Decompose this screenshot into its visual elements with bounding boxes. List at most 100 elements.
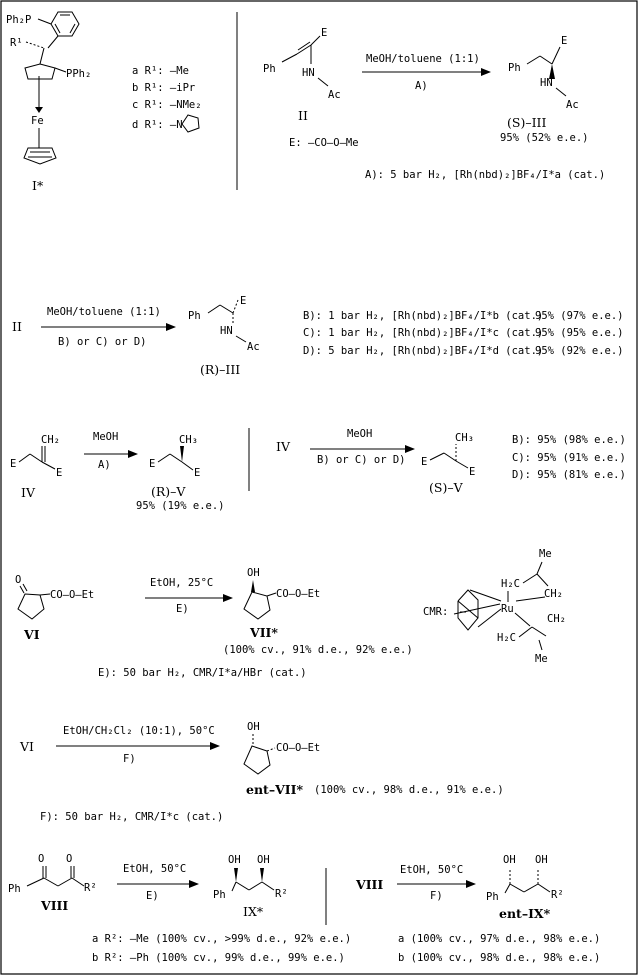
atom-r2: R² <box>275 888 288 900</box>
ph2p-label: Ph₂P <box>6 14 31 26</box>
atom-e: E <box>240 295 246 307</box>
product-label-2: (S)–V <box>429 480 464 495</box>
substrate-label: VIII <box>40 898 68 913</box>
yield-d: D): 95% (81% e.e.) <box>512 469 626 481</box>
substrate-label: II <box>298 108 308 123</box>
atom-e: E <box>149 458 155 470</box>
condition-code-2: B) or C) or D) <box>317 454 406 466</box>
scheme-6: O O Ph R² VIII EtOH, 50°C E) OH OH Ph R²… <box>8 853 600 964</box>
condition-code: E) <box>176 603 189 615</box>
atom-oh: OH <box>247 721 260 733</box>
atom-h2c: H₂C <box>497 632 516 644</box>
atom-e: E <box>321 27 327 39</box>
atom-ch2: CH₂ <box>547 613 566 625</box>
atom-ch2: CH₂ <box>544 588 563 600</box>
atom-e: E <box>421 456 427 468</box>
condition-code: B) or C) or D) <box>58 336 147 348</box>
e-definition: E: —CO—O—Me <box>289 137 359 149</box>
atom-e: E <box>561 35 567 47</box>
fe-label: Fe <box>31 115 44 127</box>
atom-e: E <box>10 458 16 470</box>
result-b-2: b (100% cv., 98% d.e., 98% e.e.) <box>398 952 600 964</box>
solvent-label-2: EtOH, 50°C <box>400 864 463 876</box>
solvent-label: EtOH, 25°C <box>150 577 213 589</box>
atom-ch3: CH₃ <box>455 432 474 444</box>
yield-b: B): 95% (98% e.e.) <box>512 434 626 446</box>
ligand-variant-a: a R¹: —Me <box>132 65 189 77</box>
result-a-2: a (100% cv., 97% d.e., 98% e.e.) <box>398 933 600 945</box>
atom-o: O <box>15 574 21 586</box>
solvent-label: EtOH, 50°C <box>123 863 186 875</box>
scheme-5: VI EtOH/CH₂Cl₂ (10:1), 50°C F) OH CO—O—E… <box>19 721 504 823</box>
product-label: VII* <box>249 625 278 640</box>
solvent-label: EtOH/CH₂Cl₂ (10:1), 50°C <box>63 725 215 737</box>
condition-code: A) <box>98 459 111 471</box>
atom-oh: OH <box>535 854 548 866</box>
condition-c: C): 1 bar H₂, [Rh(nbd)₂]BF₄/I*c (cat.) <box>303 327 543 339</box>
yield-label: 95% (52% e.e.) <box>500 132 589 144</box>
scheme-3: E CH₂ E IV MeOH A) E CH₃ E (R)–V 95% (19… <box>10 428 626 512</box>
atom-r2: R² <box>551 889 564 901</box>
substrate-label: II <box>12 319 22 334</box>
condition-b: B): 1 bar H₂, [Rh(nbd)₂]BF₄/I*b (cat.) <box>303 310 543 322</box>
solvent-label: MeOH <box>93 431 118 443</box>
atom-oh: OH <box>257 854 270 866</box>
condition-d: D): 5 bar H₂, [Rh(nbd)₂]BF₄/I*d (cat.) <box>303 345 543 357</box>
product-label: (S)–III <box>507 115 546 130</box>
ligand-structure: Ph₂P R¹ PPh₂ Fe I* a R¹: —Me b R¹: —iPr … <box>6 11 202 193</box>
yield-label: (100% cv., 91% d.e., 92% e.e.) <box>223 644 413 656</box>
atom-e: E <box>469 466 475 478</box>
condition-note: A): 5 bar H₂, [Rh(nbd)₂]BF₄/I*a (cat.) <box>365 169 605 181</box>
atom-me: Me <box>539 548 552 560</box>
pyrrolidine-ring <box>181 114 200 133</box>
result-a: a R²: —Me (100% cv., >99% d.e., 92% e.e.… <box>92 933 351 945</box>
product-label: IX* <box>243 904 264 919</box>
atom-ph: Ph <box>8 883 21 895</box>
atom-ch3: CH₃ <box>179 434 198 446</box>
yield-c: 95% (95% e.e.) <box>535 327 624 339</box>
condition-code-2: F) <box>430 890 443 902</box>
atom-hn: HN <box>302 67 315 79</box>
atom-hn: HN <box>540 77 553 89</box>
ligand-variant-c: c R¹: —NMe₂ <box>132 99 202 111</box>
atom-ac: Ac <box>247 341 260 353</box>
atom-coo-et: CO—O—Et <box>276 742 320 754</box>
yield-label: (100% cv., 98% d.e., 91% e.e.) <box>314 784 504 796</box>
condition-code: F) <box>123 753 136 765</box>
ligand-variant-d: d R¹: —N <box>132 119 183 131</box>
atom-e: E <box>56 467 62 479</box>
solvent-label: MeOH/toluene (1:1) <box>366 53 480 65</box>
atom-ch2: CH₂ <box>41 434 60 446</box>
ligand-variant-b: b R¹: —iPr <box>132 82 195 94</box>
ligand-label: I* <box>32 178 44 193</box>
product-label: (R)–V <box>151 484 186 499</box>
yield-b: 95% (97% e.e.) <box>535 310 624 322</box>
atom-o: O <box>38 853 44 865</box>
product-label: (R)–III <box>200 362 240 377</box>
atom-oh: OH <box>503 854 516 866</box>
condition-note: F): 50 bar H₂, CMR/I*c (cat.) <box>40 811 223 823</box>
atom-ph: Ph <box>213 889 226 901</box>
r1-label: R¹ <box>10 37 23 49</box>
substrate-label: VI <box>19 739 34 754</box>
atom-o: O <box>66 853 72 865</box>
atom-coo-et: CO—O—Et <box>276 588 320 600</box>
scheme-2: II MeOH/toluene (1:1) B) or C) or D) Ph … <box>12 295 624 377</box>
condition-code: A) <box>415 80 428 92</box>
substrate-label: IV <box>21 485 36 500</box>
substrate-label: VI <box>23 627 40 642</box>
atom-hn: HN <box>220 325 233 337</box>
scheme-4: O CO—O—Et VI EtOH, 25°C E) OH CO—O—Et VI… <box>15 548 566 679</box>
atom-ph: Ph <box>486 891 499 903</box>
atom-h2c: H₂C <box>501 578 520 590</box>
solvent-label-2: MeOH <box>347 428 372 440</box>
atom-oh: OH <box>247 567 260 579</box>
product-label-2: ent–IX* <box>499 906 551 921</box>
pph2-label: PPh₂ <box>66 68 91 80</box>
atom-ph: Ph <box>188 310 201 322</box>
atom-ac: Ac <box>328 89 341 101</box>
yield-c: C): 95% (91% e.e.) <box>512 452 626 464</box>
